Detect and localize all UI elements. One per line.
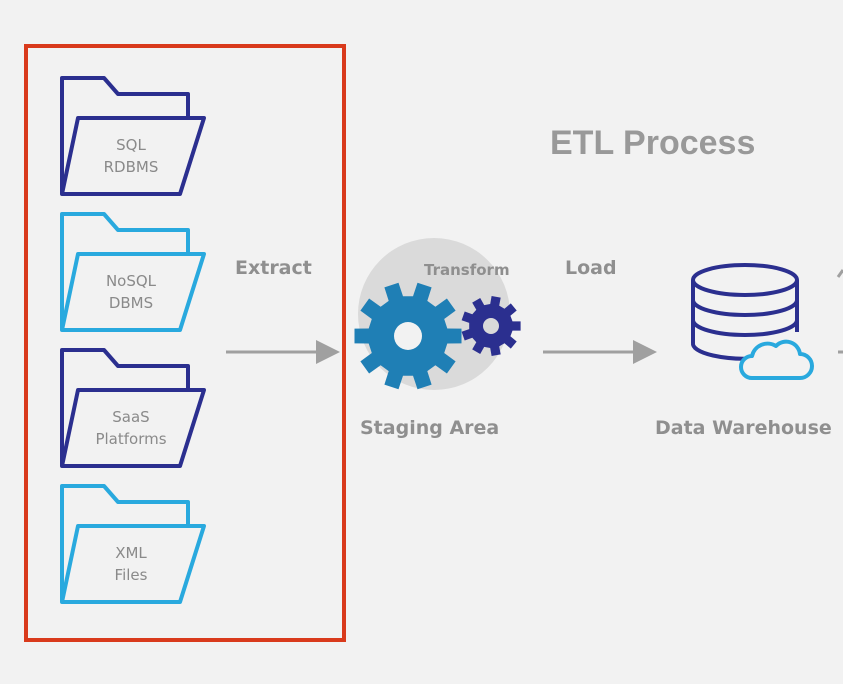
transform-label: Transform — [424, 261, 510, 279]
next-step-arrow-stub — [836, 269, 843, 354]
folder-icon — [60, 348, 206, 468]
large-gear-icon — [354, 282, 462, 390]
load-arrow — [543, 340, 657, 364]
sources-highlight-box — [24, 44, 346, 642]
extract-arrow — [226, 340, 340, 364]
folder-label: RDBMS — [104, 158, 159, 176]
small-gear-icon — [461, 296, 521, 356]
folder-label: Platforms — [95, 430, 166, 448]
staging-area-label: Staging Area — [360, 417, 500, 439]
data-warehouse-label: Data Warehouse — [655, 417, 832, 439]
folder-label: DBMS — [109, 294, 153, 312]
folder-label: Files — [115, 566, 148, 584]
page-title: ETL Process — [550, 124, 756, 162]
folder-icon — [60, 212, 206, 332]
load-label: Load — [565, 257, 617, 279]
folder-label: SaaS — [112, 408, 149, 426]
cloud-icon — [739, 339, 814, 380]
folder-icon — [60, 76, 206, 196]
folder-label: NoSQL — [106, 272, 157, 290]
folder-label: XML — [115, 544, 147, 562]
folder-label: SQL — [116, 136, 146, 154]
extract-label: Extract — [235, 257, 312, 279]
folder-icon — [60, 484, 206, 604]
